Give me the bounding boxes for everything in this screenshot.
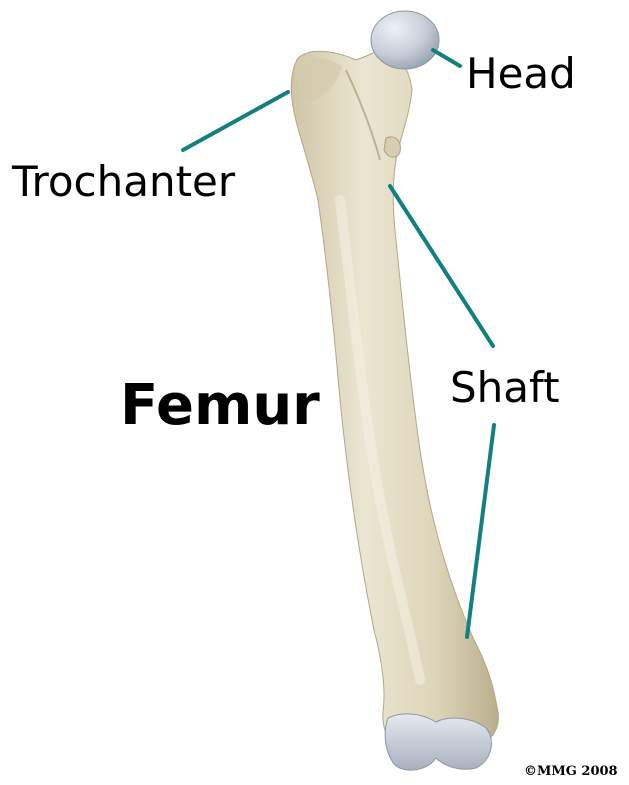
shaft-label: Shaft xyxy=(450,363,560,412)
shaft-leader-line-upper xyxy=(390,186,493,346)
femur-title: Femur xyxy=(120,373,320,438)
lesser-trochanter xyxy=(384,137,400,157)
trochanter-label: Trochanter xyxy=(11,157,236,206)
femoral-head xyxy=(371,11,439,69)
head-label: Head xyxy=(466,49,576,98)
trochanter-leader-line xyxy=(183,92,288,150)
shaft-leader-line-lower xyxy=(467,425,494,637)
head-leader-line xyxy=(433,50,460,66)
copyright-notice: ©MMG 2008 xyxy=(524,764,618,779)
distal-condyles xyxy=(385,714,491,770)
